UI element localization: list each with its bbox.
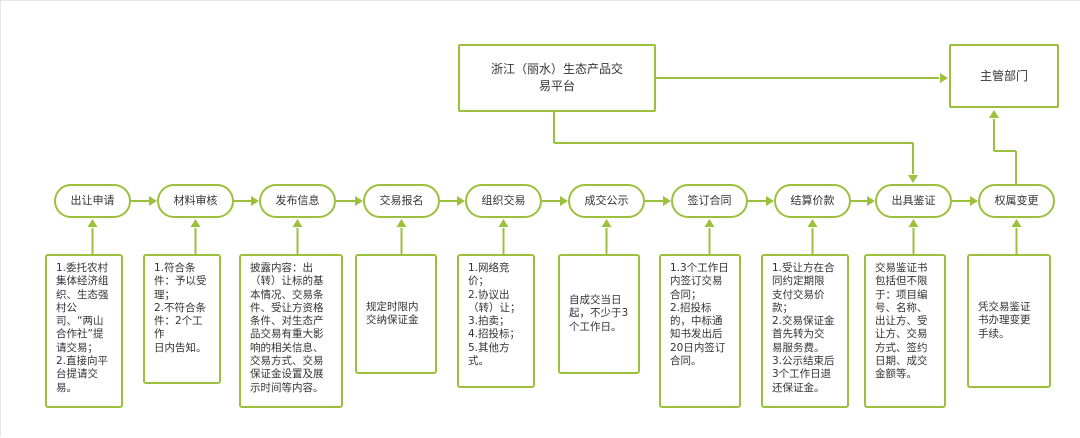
flow-arrowhead xyxy=(457,196,465,206)
step-4-pill: 交易报名 xyxy=(363,184,440,218)
flow-arrowhead xyxy=(867,196,875,206)
step-7-detail: 1.3个工作日 内签订交易 合同； 2.招投标 的，中标通 知书发出后 20日内… xyxy=(659,254,741,408)
step-8-detail: 1.受让方在合 同约定期限 支付交易价 款； 2.交易保证金 首先转为交 易服务… xyxy=(761,254,849,408)
detail-arrowhead xyxy=(1011,219,1022,227)
flow-arrowhead xyxy=(355,196,363,206)
flow-arrowhead xyxy=(970,196,978,206)
step-10-pill: 权属变更 xyxy=(978,184,1055,218)
step-1-detail: 1.委托农村 集体经济组 织、生态强 村公 司、“两山 合作社”提 请交易； 2… xyxy=(45,254,123,408)
flow-arrowhead xyxy=(149,196,157,206)
step-10-detail: 凭交易鉴证 书办理变更 手续。 xyxy=(967,254,1051,388)
flow-arrowhead xyxy=(560,196,568,206)
flow-arrowhead xyxy=(251,196,259,206)
flow-arrowhead xyxy=(663,196,671,206)
flow-arrowhead xyxy=(766,196,774,206)
step-3-pill: 发布信息 xyxy=(259,184,336,218)
platform-node: 浙江（丽水）生态产品交 易平台 xyxy=(458,44,656,112)
step-4-detail: 规定时限内 交纳保证金 xyxy=(355,254,437,374)
change-to-authority-arrowhead xyxy=(989,110,999,118)
step-9-detail: 交易鉴证书 包括但不限 于：项目编 号、名称、 出让方、受 让方、交易 方式、签… xyxy=(864,254,946,408)
platform-to-authority-arrowhead xyxy=(940,73,948,83)
detail-arrowhead xyxy=(396,219,407,227)
authority-node: 主管部门 xyxy=(949,44,1059,108)
step-5-detail: 1.网络竞 价； 2.协议出 （转）让； 3.拍卖； 4.招投标； 5.其他方 … xyxy=(457,254,535,388)
platform-to-certificate-arrowhead xyxy=(908,175,918,183)
step-1-pill: 出让申请 xyxy=(54,184,131,218)
detail-arrowhead xyxy=(704,219,715,227)
step-2-detail: 1.符合条 件：予以受 理； 2.不符合条 件：2个工作 日内告知。 xyxy=(143,254,221,384)
step-8-pill: 结算价款 xyxy=(774,184,851,218)
detail-arrowhead xyxy=(190,219,201,227)
step-5-pill: 组织交易 xyxy=(465,184,542,218)
step-3-detail: 披露内容：出 （转）让标的基 本情况、交易条 件、受让方资格 条件、对生态产 品… xyxy=(239,254,343,408)
detail-arrowhead xyxy=(87,219,98,227)
detail-arrowhead xyxy=(908,219,919,227)
detail-arrowhead xyxy=(292,219,303,227)
step-6-pill: 成交公示 xyxy=(568,184,645,218)
detail-arrowhead xyxy=(807,219,818,227)
detail-arrowhead xyxy=(601,219,612,227)
step-7-pill: 签订合同 xyxy=(671,184,748,218)
detail-arrowhead xyxy=(498,219,509,227)
step-6-detail: 自成交当日 起，不少于3 个工作日。 xyxy=(558,254,640,374)
step-9-pill: 出具鉴证 xyxy=(875,184,952,218)
step-2-pill: 材料审核 xyxy=(157,184,234,218)
